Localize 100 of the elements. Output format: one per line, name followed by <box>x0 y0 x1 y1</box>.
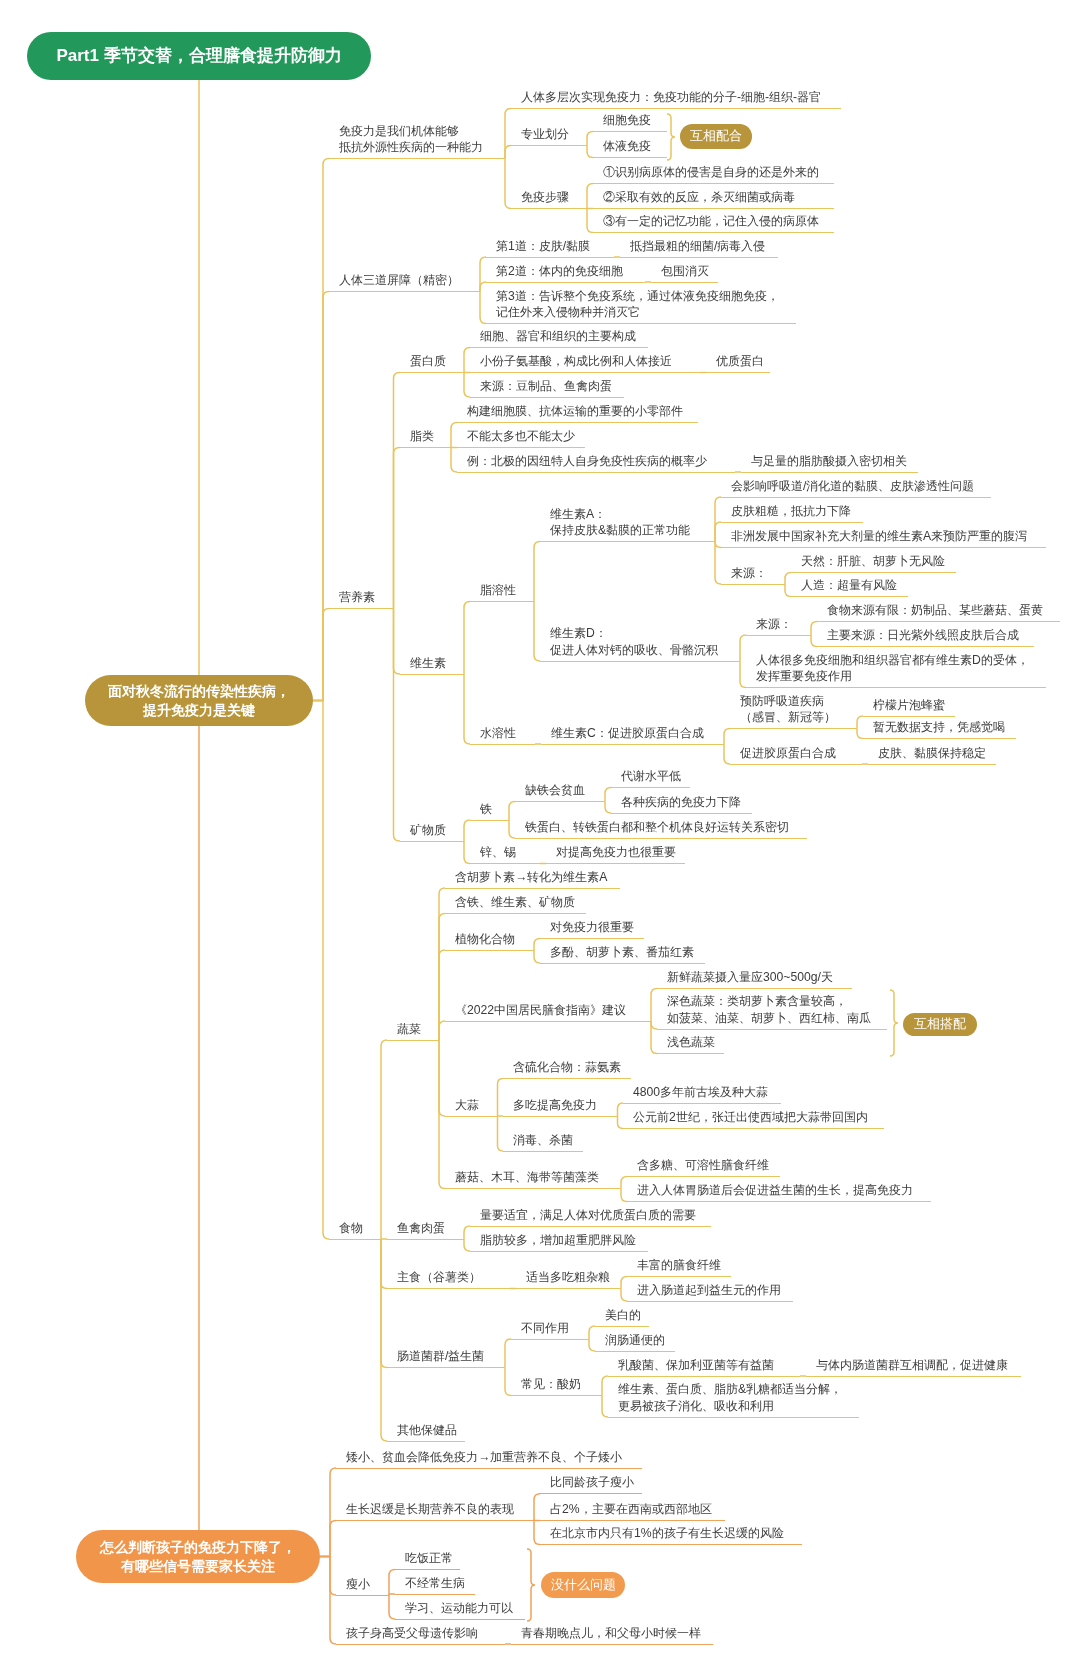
branch-line <box>496 1077 504 1117</box>
summary-pill: 没什么问题 <box>541 1572 625 1598</box>
branch-line <box>714 540 722 585</box>
topic-label: ③有一定的记忆功能，记住入侵的病原体 <box>593 213 834 234</box>
topic-label: 占2%，主要在西南或西部地区 <box>540 1501 725 1522</box>
branch-line <box>504 157 512 210</box>
topic-label: 植物化合物 <box>445 930 534 951</box>
branch-line <box>508 819 516 839</box>
topic-label: 柠檬片泡蜂蜜 <box>863 696 955 717</box>
branch-line <box>319 1555 337 1645</box>
topic-label: 在北京市内只有1%的孩子有生长迟缓的风险 <box>540 1525 802 1546</box>
branch-line <box>620 1187 628 1203</box>
branch-line <box>463 1238 471 1252</box>
topic-label: 天然：肝脏、胡萝卜无风险 <box>791 553 956 574</box>
topic-label: 适当多吃粗杂粮 <box>516 1269 621 1290</box>
topic-label: 各种疾病的免疫力下降 <box>611 793 752 814</box>
topic-label: 优质蛋白 <box>706 353 770 374</box>
branch-line <box>734 471 742 473</box>
topic-label: 含硫化合物：蒜氨素 <box>503 1059 631 1080</box>
topic-label: 包围消灭 <box>651 262 718 283</box>
branch-line <box>586 130 594 147</box>
main-topic-pill: 面对秋冬流行的传染性疾病，提升免疫力是关键 <box>85 675 313 726</box>
branch-line <box>620 1175 628 1190</box>
topic-label: 含胡萝卜素→转化为维生素A <box>445 868 620 889</box>
topic-label: 皮肤、黏膜保持稳定 <box>868 744 996 765</box>
topic-label: 鱼禽肉蛋 <box>387 1219 464 1240</box>
topic-label: 矮小、贫血会降低免疫力→加重营养不良、个子矮小 <box>336 1448 642 1469</box>
topic-label: 常见：酸奶 <box>511 1376 602 1397</box>
topic-label: 脂肪较多，增加超重肥胖风险 <box>470 1231 648 1252</box>
branch-line <box>601 1394 609 1418</box>
topic-label: 第3道：告诉整个免疫系统，通过体液免疫细胞免疫，记住外来入侵物种并消灭它 <box>486 287 796 325</box>
topic-label: 新鲜蔬菜摄入量应300~500g/天 <box>657 969 852 990</box>
topic-label: 细胞、器官和组织的主要构成 <box>470 328 648 349</box>
topic-label: 皮肤粗糙，抵抗力下降 <box>721 502 863 523</box>
branch-line <box>856 727 864 740</box>
branch-line <box>509 1287 517 1290</box>
topic-label: ②采取有效的反应，杀灭细菌或病毒 <box>593 189 834 210</box>
topic-label: 第2道：体内的免疫细胞 <box>486 262 645 283</box>
topic-label: 来源： <box>721 564 785 585</box>
topic-label: 体液免疫 <box>593 138 667 159</box>
topic-label: 瘦小 <box>336 1575 389 1596</box>
branch-line <box>438 1020 446 1041</box>
topic-label: 脂溶性 <box>470 582 534 603</box>
topic-label: 含铁、维生素、矿物质 <box>445 894 586 915</box>
topic-label: 例：北极的因纽特人自身免疫性疾病的概率少 <box>457 452 735 473</box>
topic-label: 孩子身高受父母遗传影响 <box>336 1624 505 1645</box>
branch-line <box>504 1338 512 1369</box>
branch-line <box>198 79 200 676</box>
topic-label: 《2022中国居民膳食指南》建议 <box>445 1001 651 1022</box>
topic-label: 主要来源：日光紫外线照皮肤后合成 <box>817 627 1034 648</box>
topic-label: 蘑菇、木耳、海带等菌藻类 <box>445 1169 621 1190</box>
summary-pill: 互相配合 <box>680 124 752 149</box>
topic-label: 矿物质 <box>400 821 464 842</box>
branch-line <box>388 1593 396 1596</box>
topic-label: 人体很多免疫细胞和组织器官都有维生素D的受体，发挥重要免疫作用 <box>746 651 1046 689</box>
topic-label: 来源：豆制品、鱼禽肉蛋 <box>470 377 624 398</box>
branch-line <box>312 699 330 1240</box>
branch-line <box>601 1375 609 1397</box>
branch-line <box>392 607 401 842</box>
topic-label: 青春期晚点儿，和父母小时候一样 <box>511 1624 713 1645</box>
topic-label: 细胞免疫 <box>593 112 667 133</box>
branch-line <box>463 346 471 374</box>
topic-label: 维生素D：促进人体对钙的吸收、骨骼沉积 <box>540 625 740 662</box>
topic-label: 美白的 <box>595 1306 649 1327</box>
topic-label: 维生素A：保持皮肤&黏膜的正常功能 <box>540 505 715 543</box>
branch-line <box>714 521 722 543</box>
topic-label: 蔬菜 <box>387 1020 439 1041</box>
branch-line <box>650 1020 658 1055</box>
topic-label: 预防呼吸道疾病（感冒、新冠等） <box>730 692 857 730</box>
topic-label: 专业划分 <box>511 126 587 147</box>
branch-line <box>533 540 541 603</box>
topic-label: 免疫步骤 <box>511 189 587 210</box>
branch-line <box>616 1115 624 1130</box>
topic-label: 深色蔬菜：类胡萝卜素含量较高，如菠菜、油菜、胡萝卜、西红柿、南瓜 <box>657 993 887 1030</box>
topic-label: 与足量的脂肪酸摄入密切相关 <box>741 452 918 473</box>
branch-line <box>586 207 594 234</box>
branch-line <box>380 1238 388 1240</box>
branch-line <box>463 1225 471 1240</box>
topic-label: 蛋白质 <box>400 353 464 374</box>
topic-label: 抵挡最粗的细菌/病毒入侵 <box>620 237 778 258</box>
topic-label: 食物 <box>329 1219 381 1240</box>
branch-line <box>723 743 731 765</box>
topic-label: 构建细胞膜、抗体运输的重要的小零部件 <box>457 403 698 424</box>
branch-line <box>699 371 707 374</box>
topic-label: 浅色蔬菜 <box>657 1034 724 1055</box>
root-topic-pill: Part1 季节交替，合理膳食提升防御力 <box>27 32 371 80</box>
topic-label: 多吃提高免疫力 <box>503 1096 618 1117</box>
branch-line <box>533 1519 541 1546</box>
branch-line <box>588 1325 596 1340</box>
branch-line <box>392 446 401 610</box>
topic-label: 维生素、蛋白质、脂肪&乳糖都适当分解，更易被孩子消化、吸收和利用 <box>608 1381 859 1418</box>
branch-line <box>534 743 542 745</box>
branch-line <box>856 715 864 730</box>
topic-label: 人体多层次实现免疫力：免疫功能的分子-细胞-组织-器官 <box>511 89 841 110</box>
branch-line <box>588 1338 596 1352</box>
topic-label: 营养素 <box>329 589 394 610</box>
branch-line <box>616 1102 624 1117</box>
branch-line <box>463 371 471 398</box>
branch-line <box>533 937 541 951</box>
branch-line <box>463 600 471 675</box>
